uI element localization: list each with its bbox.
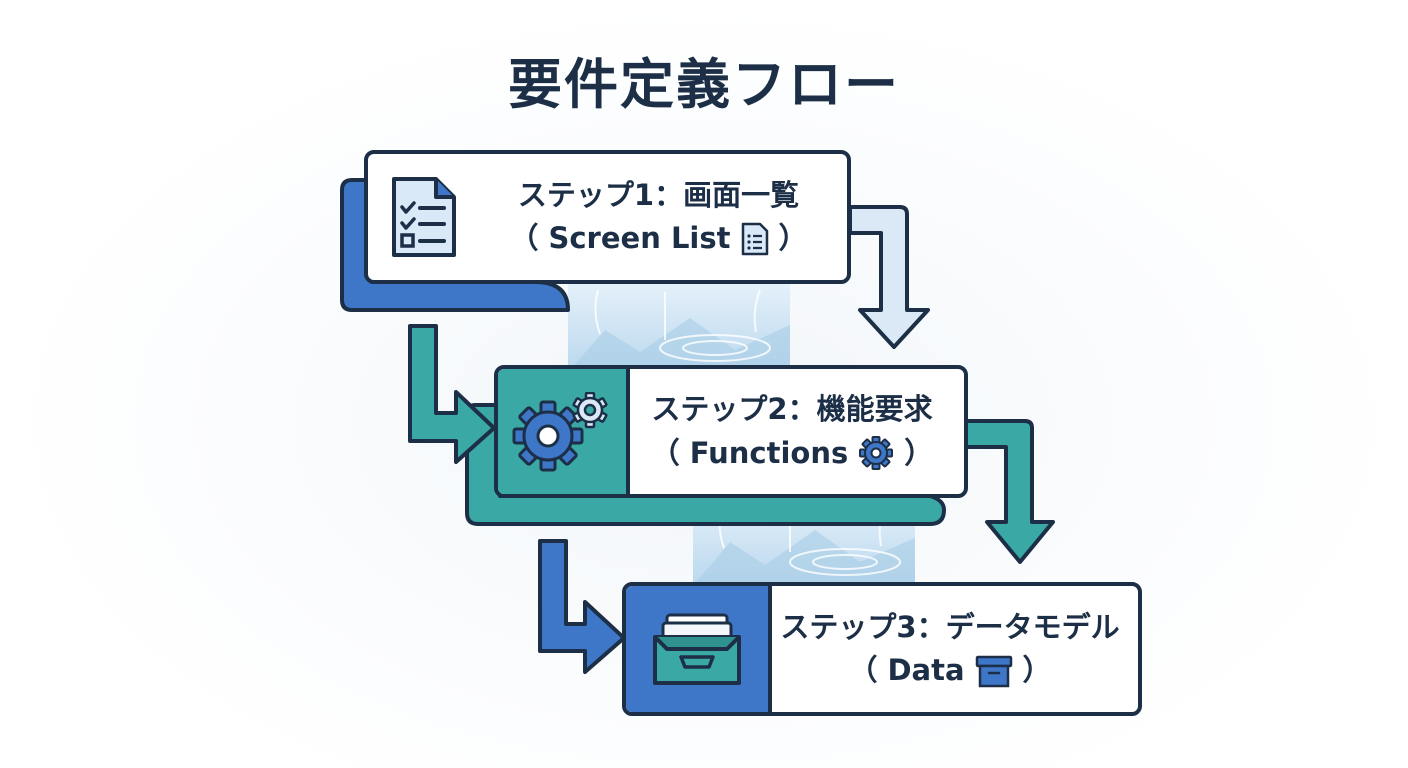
step-card-2: ステップ2：機能要求 （ Functions ） (494, 365, 968, 498)
step-3-open-paren: （ (848, 653, 878, 687)
step-card-3: ステップ3：データモデル （ Data ） (622, 582, 1142, 716)
step-1-heading: ステップ1：画面一覧 (517, 177, 800, 212)
inbox-tray-icon (653, 613, 741, 685)
diagram-title: 要件定義フロー (508, 53, 900, 116)
step-3-close-paren: ） (1022, 653, 1052, 687)
step-1-close-paren: ） (778, 221, 808, 255)
step-3-heading: ステップ3：データモデル (780, 609, 1120, 644)
step-2-sub-label: Functions (689, 435, 849, 470)
step-2-open-paren: （ (650, 435, 680, 470)
step-3-subtitle: （ Data ） (848, 649, 1052, 693)
gears-icon (512, 391, 608, 471)
gear-icon (859, 436, 894, 471)
step-3-sub-label: Data (887, 653, 965, 687)
step-1-open-paren: （ (509, 221, 539, 255)
step-1-icon-panel (368, 154, 480, 280)
step-2-close-paren: ） (904, 435, 934, 470)
step-3-icon-panel (626, 586, 772, 712)
document-icon (741, 222, 768, 255)
elbow-arrow-right-2 (963, 419, 1055, 564)
step-2-subtitle: （ Functions ） (650, 432, 934, 476)
step-1-subtitle: （ Screen List ） (509, 217, 808, 261)
checklist-document-icon (392, 177, 456, 257)
step-1-sub-label: Screen List (548, 221, 731, 255)
step-2-icon-panel (498, 369, 630, 494)
step-2-heading: ステップ2：機能要求 (651, 392, 933, 426)
elbow-arrow-left-1 (408, 324, 496, 464)
step-card-1: ステップ1：画面一覧 （ Screen List ） (364, 150, 851, 284)
elbow-arrow-left-2 (538, 539, 626, 674)
waterfall-connector-1 (568, 282, 790, 372)
box-icon (975, 655, 1012, 687)
elbow-arrow-right-1 (848, 205, 930, 349)
